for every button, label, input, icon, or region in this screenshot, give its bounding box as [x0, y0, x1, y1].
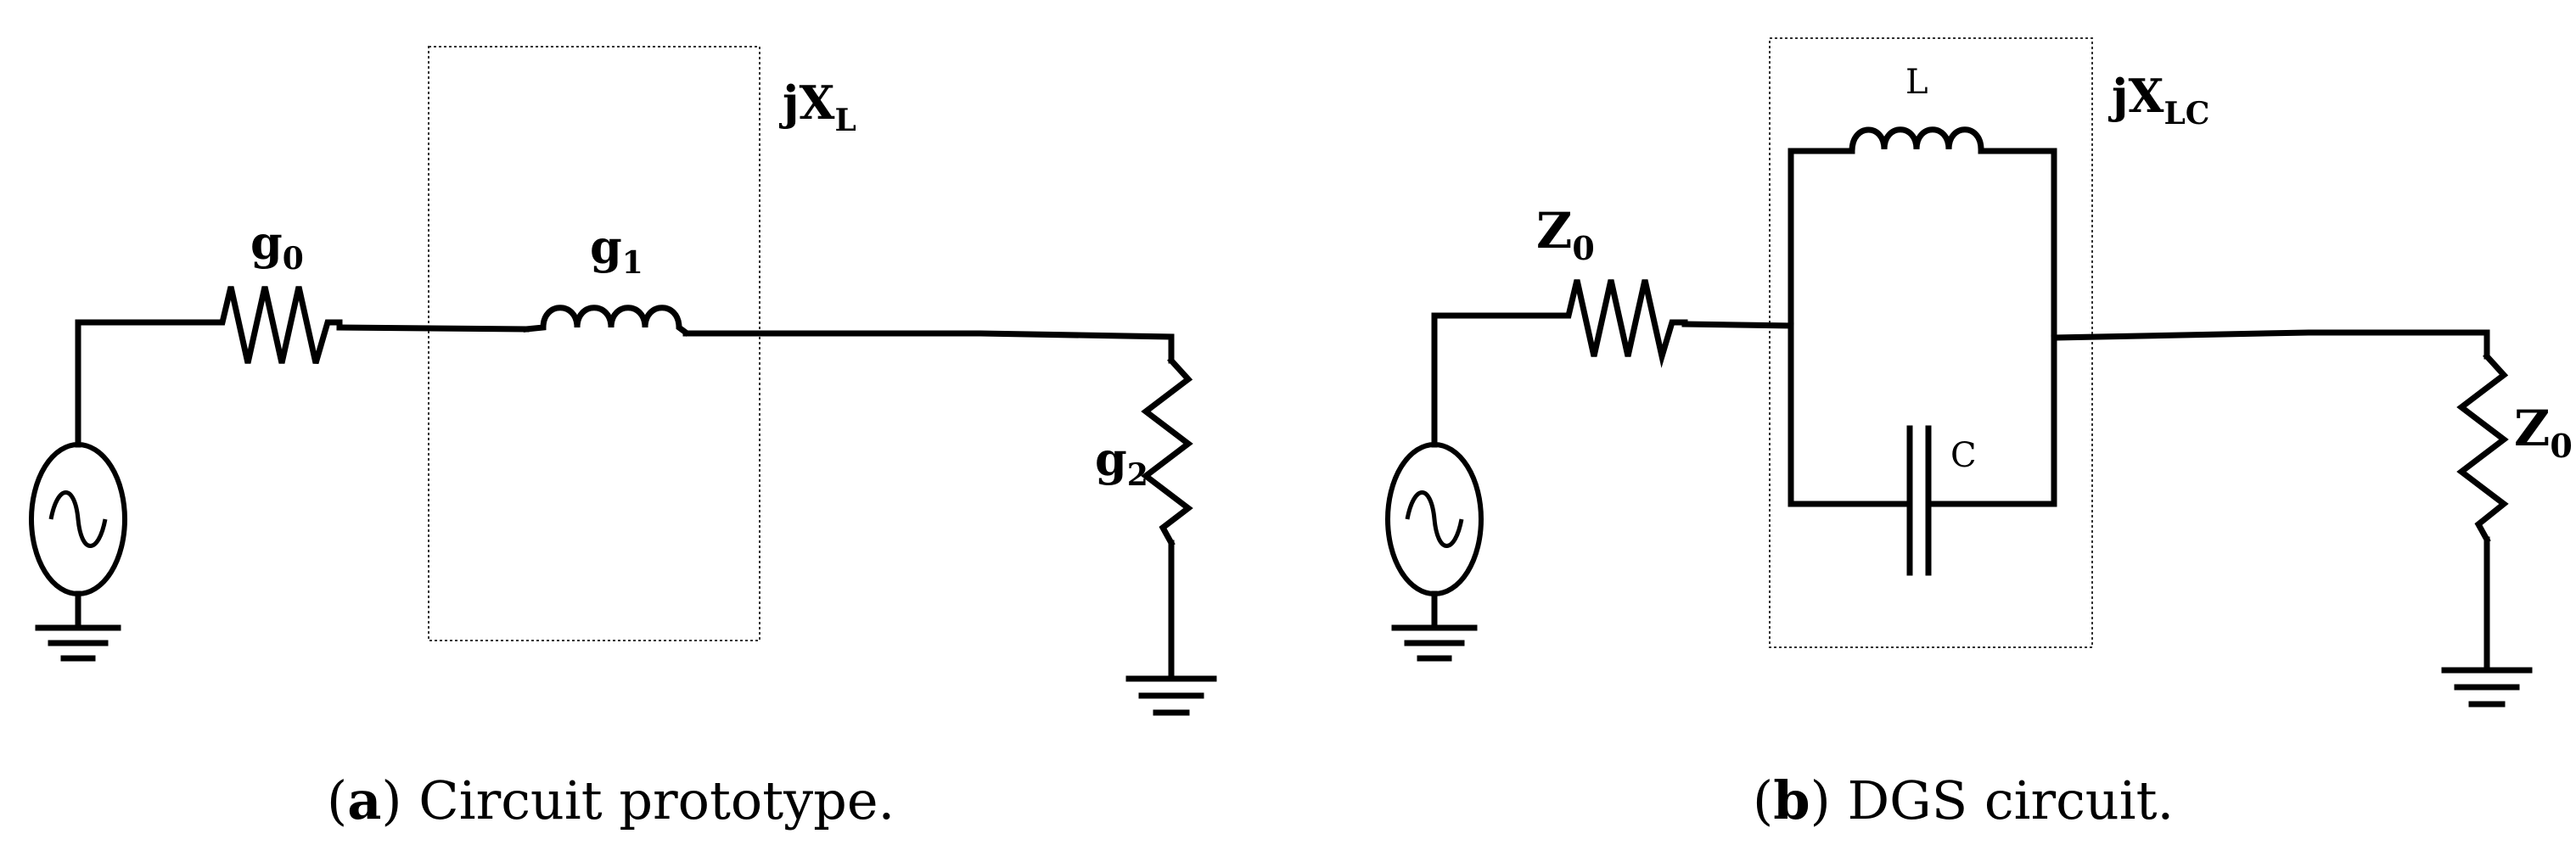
label-jxlc: jXLC — [2107, 69, 2209, 131]
resistor-z0-load — [2456, 352, 2509, 544]
inductor-l — [1849, 126, 1984, 154]
label-capacitor-c: C — [1950, 436, 1977, 475]
wire — [336, 324, 530, 333]
resistor-z0-source — [1546, 279, 1688, 368]
ac-source-b — [1385, 442, 1484, 596]
ground-icon — [35, 590, 121, 662]
caption-b: (b) DGS circuit. — [1753, 769, 2174, 831]
label-z0-load: Z0 — [2514, 400, 2573, 465]
label-g0: g0 — [250, 215, 304, 277]
wire — [1681, 321, 1794, 329]
wire — [682, 330, 1175, 364]
label-jxl: jXL — [778, 76, 856, 138]
resistor-g0 — [200, 286, 343, 364]
inductor-g1 — [523, 305, 690, 337]
ground-icon — [2441, 667, 2533, 708]
label-g1: g1 — [590, 220, 643, 281]
panel-b: Z0 L C Z0 jXLC (b) DGS circuit. — [1385, 37, 2573, 831]
resistor-g2 — [1141, 356, 1193, 547]
caption-a: (a) Circuit prototype. — [327, 769, 895, 831]
wire — [1431, 312, 1552, 448]
reactance-box-b — [1769, 37, 2093, 648]
reactance-box-a — [428, 46, 760, 641]
ground-icon — [1125, 675, 1217, 716]
label-z0-source: Z0 — [1536, 202, 1595, 267]
wire — [75, 319, 207, 448]
label-inductor-l: L — [1905, 63, 1928, 102]
wire — [2051, 329, 2490, 360]
ac-source-a — [29, 442, 127, 596]
ground-icon — [1391, 590, 1478, 662]
label-g2: g2 — [1095, 432, 1148, 493]
panel-a: g0 g1 g2 jXL (a) Circuit prototype. — [29, 46, 1217, 831]
